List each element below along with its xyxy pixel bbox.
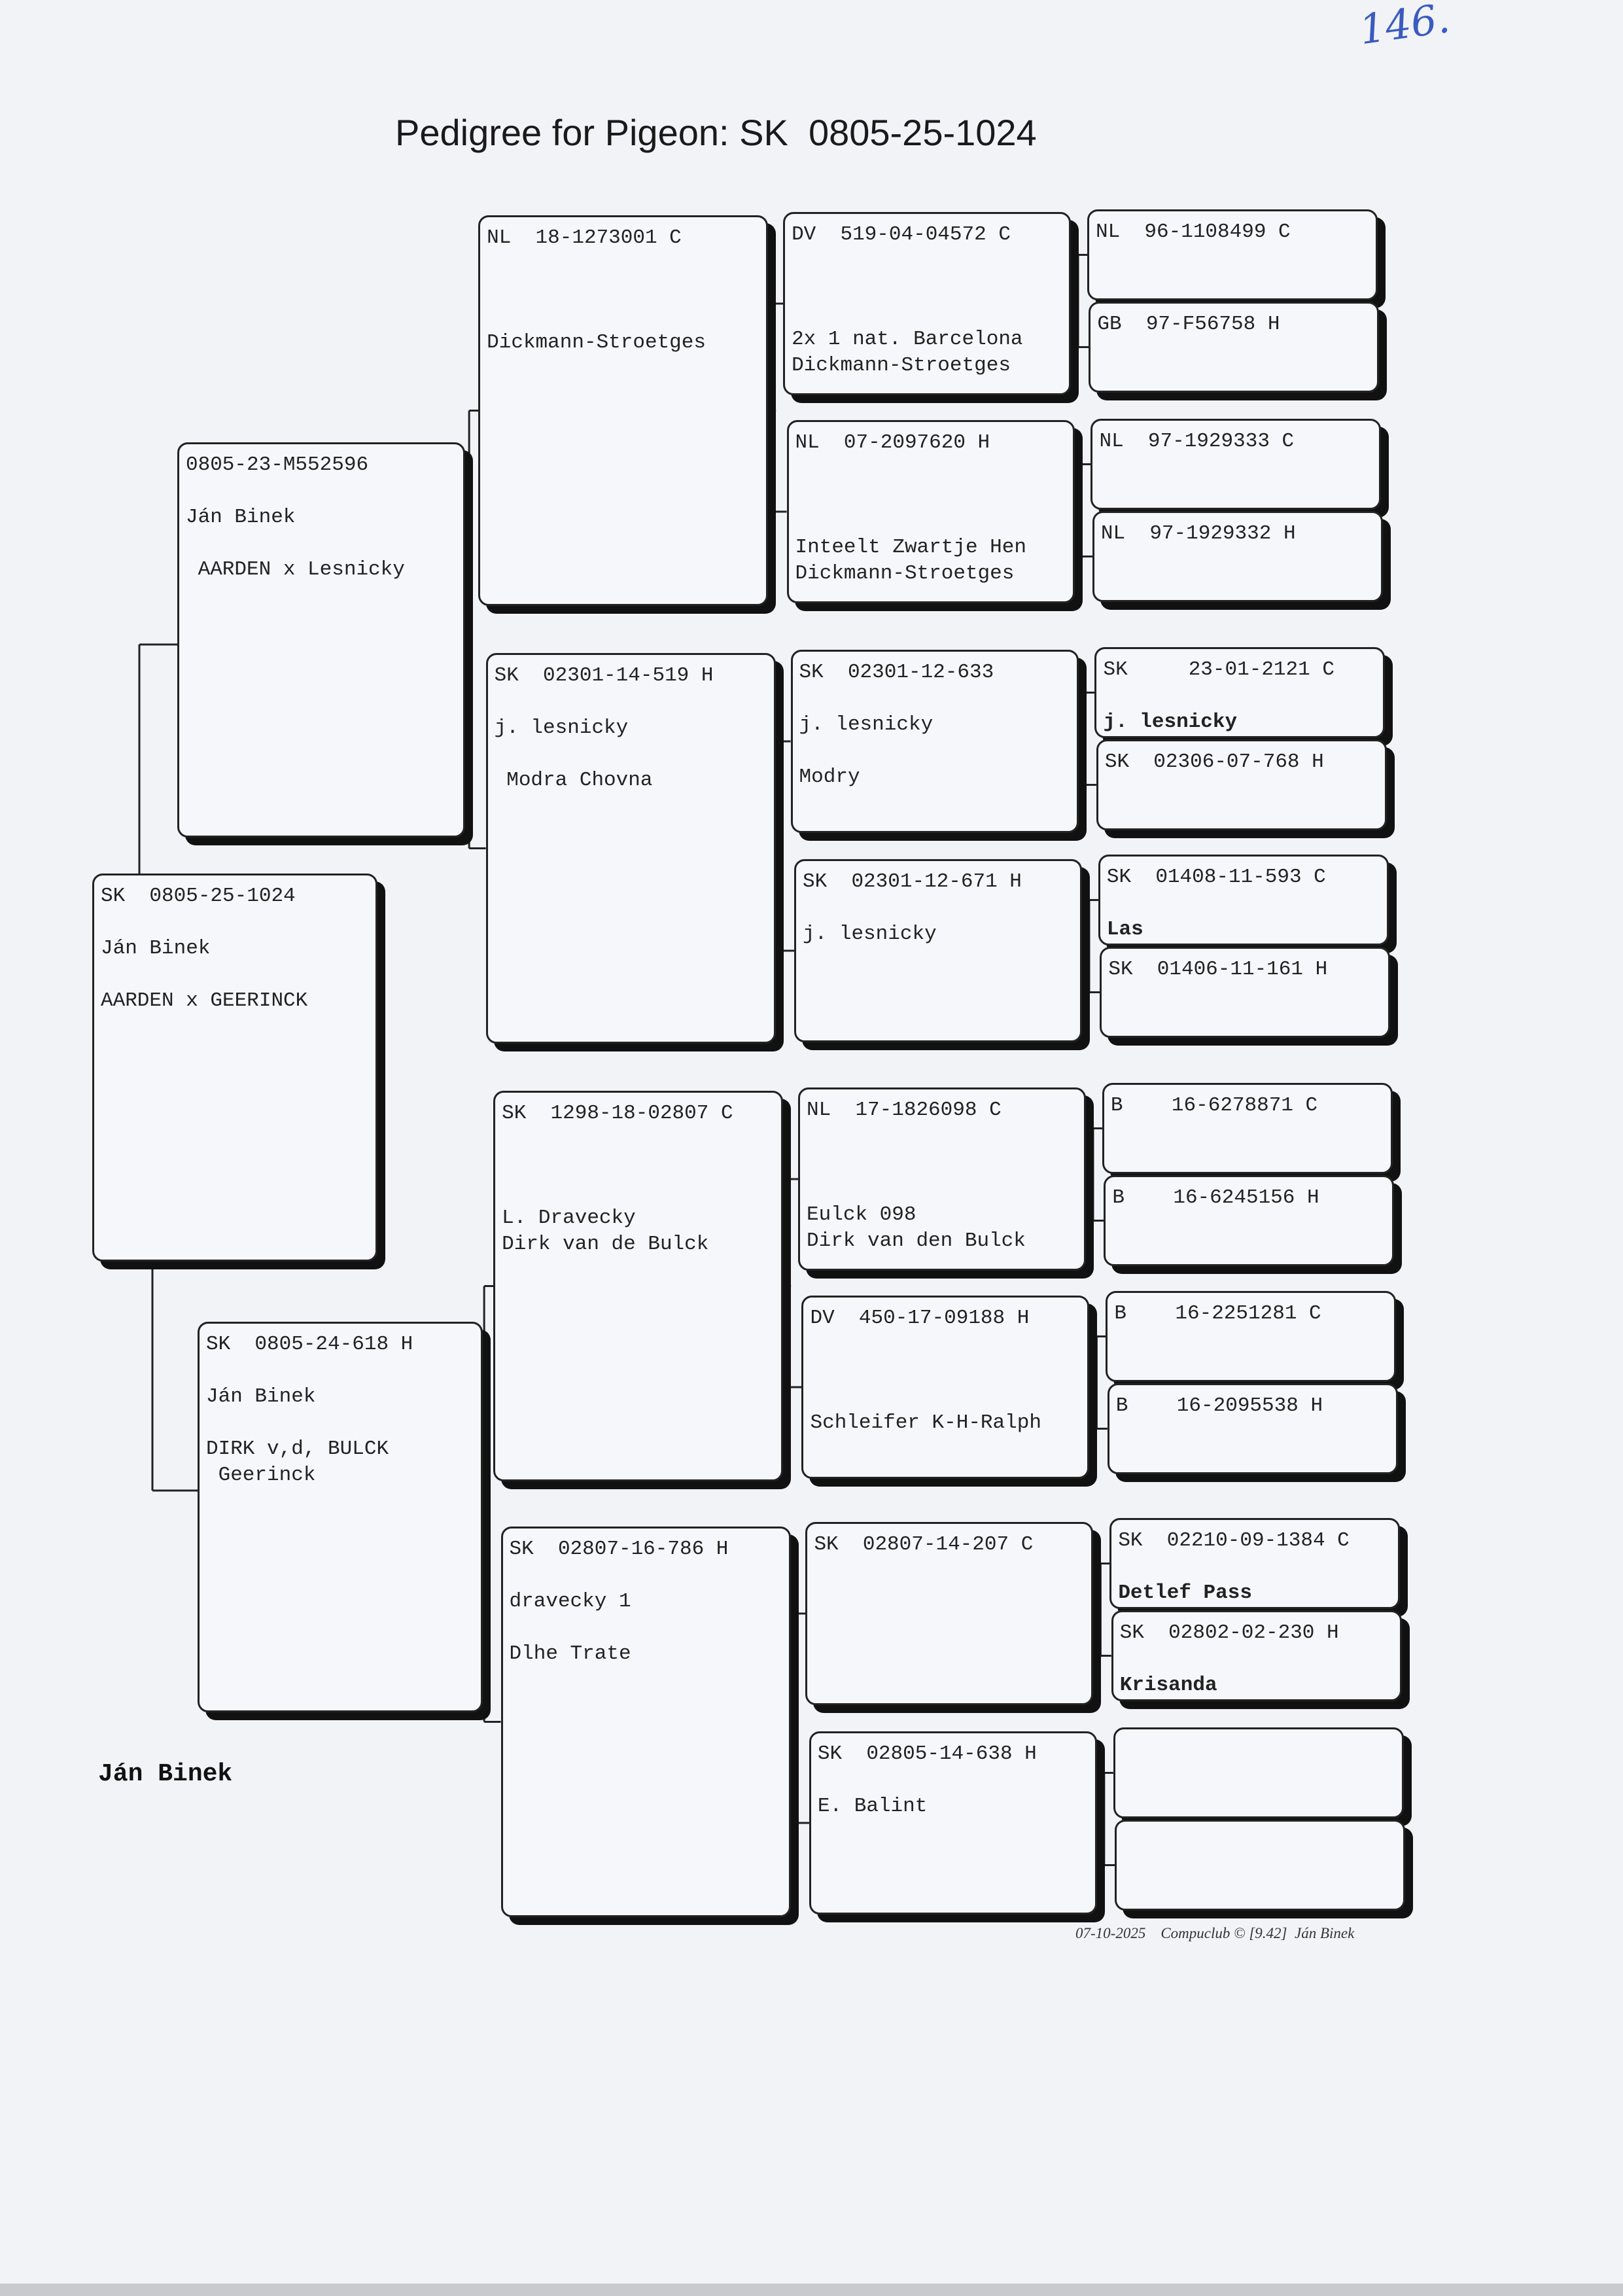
ring-number: NL 18-1273001 C	[487, 226, 682, 249]
card-text: DIRK v,d, BULCK	[206, 1438, 389, 1460]
great-grandparent-card: SK 02807-14-207 C	[805, 1522, 1094, 1705]
great-great-grandparent-card: SK 02802-02-230 H Krisanda	[1111, 1610, 1402, 1701]
ring-number: 0805-23-M552596	[186, 453, 369, 476]
ring-number: SK 02802-02-230 H	[1119, 1621, 1339, 1644]
software-credit: Compuclub © [9.42]	[1161, 1925, 1287, 1941]
great-great-grandparent-card: B 16-6245156 H	[1104, 1175, 1395, 1266]
ring-number: SK 02306-07-768 H	[1104, 751, 1324, 773]
great-great-grandparent-card: GB 97-F56758 H	[1089, 302, 1380, 393]
card-text: Modra Chovna	[494, 769, 653, 792]
great-great-grandparent-card: SK 02306-07-768 H	[1096, 739, 1387, 830]
card-text: Krisanda	[1119, 1674, 1217, 1697]
card-text: Geerinck	[206, 1464, 316, 1487]
card-text: dravecky 1	[509, 1590, 631, 1613]
card-text: Ján Binek	[101, 937, 211, 960]
card-text: 2x 1 nat. Barcelona	[792, 328, 1023, 351]
card-text: Detlef Pass	[1118, 1581, 1252, 1604]
card-text: j. lesnicky	[803, 923, 937, 945]
card-text: Dickmann-Stroetges	[792, 354, 1011, 377]
great-great-grandparent-card: B 16-6278871 C	[1102, 1083, 1393, 1174]
great-great-grandparent-card: SK 01408-11-593 C Las	[1098, 855, 1389, 945]
card-text: Dirk van den Bulck	[807, 1229, 1026, 1252]
page-title: Pedigree for Pigeon: SK 0805-25-1024	[395, 112, 1037, 153]
ring-number: B 16-2095538 H	[1115, 1394, 1323, 1417]
scan-edge	[0, 2284, 1623, 2296]
card-text: Dickmann-Stroetges	[795, 562, 1015, 585]
card-text: j. lesnicky	[799, 713, 934, 736]
ring-number: NL 97-1929332 H	[1100, 522, 1296, 545]
footer: 07-10-2025 Compuclub © [9.42] Ján Binek	[1075, 1925, 1354, 1942]
ring-number: SK 02210-09-1384 C	[1118, 1529, 1350, 1552]
card-text: Schleifer K-H-Ralph	[810, 1411, 1041, 1434]
card-text: Ján Binek	[206, 1385, 316, 1408]
ring-number: B 16-6278871 C	[1110, 1094, 1318, 1117]
ring-number: NL 07-2097620 H	[795, 431, 990, 454]
great-great-grandparent-card: B 16-2251281 C	[1106, 1291, 1397, 1382]
grandparent-card: NL 18-1273001 C Dickmann-Stroetges	[478, 215, 769, 606]
great-great-grandparent-card: NL 97-1929333 C	[1091, 419, 1382, 510]
ring-number: B 16-2251281 C	[1114, 1302, 1321, 1325]
ring-number: NL 17-1826098 C	[807, 1099, 1002, 1122]
ring-number: SK 02301-14-519 H	[494, 664, 714, 687]
ring-number: SK 1298-18-02807 C	[502, 1102, 733, 1125]
great-great-grandparent-card: NL 97-1929332 H	[1092, 511, 1383, 602]
ring-number: SK 02301-12-633	[799, 661, 994, 684]
great-great-grandparent-card: SK 02210-09-1384 C Detlef Pass	[1109, 1518, 1401, 1609]
great-great-grandparent-card	[1115, 1820, 1406, 1911]
ring-number: SK 01406-11-161 H	[1108, 958, 1328, 981]
great-grandparent-card: SK 02301-12-671 H j. lesnicky	[794, 859, 1083, 1042]
card-text: L. Dravecky	[502, 1207, 636, 1229]
footer-owner: Ján Binek	[1295, 1925, 1355, 1941]
great-great-grandparent-card: B 16-2095538 H	[1107, 1383, 1398, 1474]
ring-number: SK 02805-14-638 H	[817, 1742, 1037, 1765]
ring-number: DV 450-17-09188 H	[810, 1307, 1030, 1330]
print-date: 07-10-2025	[1075, 1925, 1146, 1941]
card-text: AARDEN x Lesnicky	[186, 558, 405, 581]
great-great-grandparent-card: SK 23-01-2121 C j. lesnicky	[1094, 647, 1386, 738]
ring-number: SK 02807-14-207 C	[814, 1533, 1034, 1556]
great-great-grandparent-card: NL 96-1108499 C	[1087, 209, 1378, 300]
card-text: Dickmann-Stroetges	[487, 331, 706, 354]
ring-number: SK 02807-16-786 H	[509, 1538, 729, 1561]
card-text: AARDEN x GEERINCK	[101, 989, 308, 1012]
ring-number: SK 23-01-2121 C	[1103, 658, 1335, 681]
card-text: Dirk van de Bulck	[502, 1233, 709, 1256]
card-text: j. lesnicky	[494, 716, 629, 739]
ring-number: B 16-6245156 H	[1112, 1186, 1319, 1209]
great-grandparent-card: DV 450-17-09188 H Schleifer K-H-Ralph	[801, 1296, 1090, 1479]
ring-number: GB 97-F56758 H	[1097, 313, 1280, 336]
ring-number: NL 96-1108499 C	[1096, 221, 1291, 243]
great-grandparent-card: SK 02805-14-638 H E. Balint	[809, 1731, 1097, 1915]
great-great-grandparent-card: SK 01406-11-161 H	[1100, 947, 1391, 1038]
ring-number: SK 0805-25-1024	[101, 885, 296, 908]
ring-number: SK 02301-12-671 H	[803, 870, 1022, 893]
card-text: Ján Binek	[186, 506, 296, 529]
card-text: Las	[1106, 918, 1143, 941]
card-text: Modry	[799, 766, 860, 788]
ring-number: SK 01408-11-593 C	[1106, 866, 1326, 889]
card-text: Eulck 098	[807, 1203, 916, 1226]
owner-label: Ján Binek	[98, 1760, 233, 1788]
card-text: Inteelt Zwartje Hen	[795, 536, 1026, 559]
card-text: E. Balint	[817, 1795, 928, 1818]
ring-number: DV 519-04-04572 C	[792, 223, 1011, 246]
great-great-grandparent-card	[1113, 1727, 1404, 1818]
card-text: j. lesnicky	[1103, 711, 1238, 733]
ring-number: NL 97-1929333 C	[1099, 430, 1295, 453]
card-text: Dlhe Trate	[509, 1642, 631, 1665]
grandparent-card: SK 02301-14-519 H j. lesnicky Modra Chovn…	[485, 653, 776, 1044]
ring-number: SK 0805-24-618 H	[206, 1333, 413, 1356]
grandparent-card: SK 02807-16-786 H dravecky 1 Dlhe Trate	[500, 1527, 791, 1917]
